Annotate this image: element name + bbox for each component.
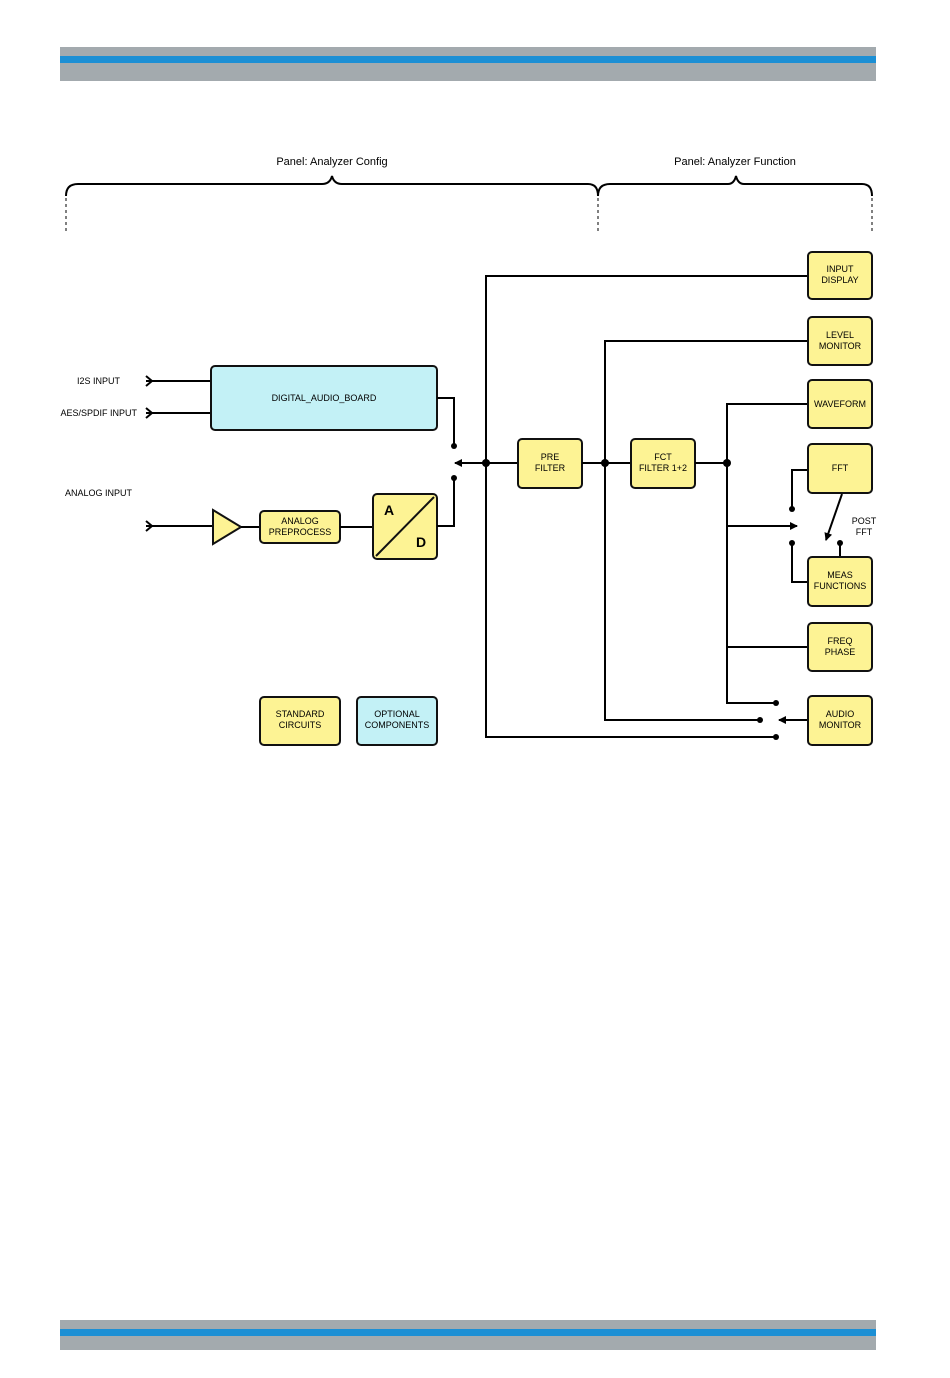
post-fft-label-1: POST	[852, 516, 877, 526]
level-monitor-label-2: MONITOR	[819, 341, 862, 351]
freq-phase-label-1: FREQ	[827, 636, 852, 646]
aes-input-label: AES/SPDIF INPUT	[60, 408, 137, 418]
input-display-block: INPUT DISPLAY	[808, 252, 872, 299]
legend-optional-label-2: COMPONENTS	[365, 720, 430, 730]
audio-monitor-label-1: AUDIO	[826, 709, 855, 719]
analog-preprocess-block: ANALOG PREPROCESS	[260, 511, 340, 543]
panel-brace-config: Panel: Analyzer Config	[66, 156, 598, 234]
input-display-label-2: DISPLAY	[821, 275, 858, 285]
level-monitor-block: LEVEL MONITOR	[808, 317, 872, 365]
legend-standard-circuits: STANDARD CIRCUITS	[260, 697, 340, 745]
waveform-label: WAVEFORM	[814, 399, 866, 409]
panel-label-config: Panel: Analyzer Config	[276, 156, 387, 168]
ad-label-a: A	[384, 502, 394, 518]
post-fft-label-2: FFT	[856, 527, 873, 537]
audio-monitor-block: AUDIO MONITOR	[808, 696, 872, 745]
freq-phase-label-2: PHASE	[825, 647, 856, 657]
pre-filter-label-1: PRE	[541, 452, 560, 462]
ad-label-d: D	[416, 534, 426, 550]
i2s-input-label: I2S INPUT	[77, 376, 121, 386]
freq-phase-block: FREQ PHASE	[808, 623, 872, 671]
ad-converter-block: A D	[373, 494, 437, 559]
analog-preprocess-label-2: PREPROCESS	[269, 527, 332, 537]
level-monitor-label-1: LEVEL	[826, 330, 854, 340]
meas-functions-block: MEAS FUNCTIONS	[808, 557, 872, 606]
legend-optional-label-1: OPTIONAL	[374, 709, 420, 719]
digital-audio-board: DIGITAL_AUDIO_BOARD	[211, 366, 437, 430]
pre-filter-block: PRE FILTER	[518, 439, 582, 488]
meas-functions-label-2: FUNCTIONS	[814, 581, 867, 591]
legend-optional-components: OPTIONAL COMPONENTS	[357, 697, 437, 745]
fct-filter-label-1: FCT	[654, 452, 672, 462]
panel-label-function: Panel: Analyzer Function	[674, 156, 796, 168]
amplifier-icon	[213, 510, 241, 544]
fft-block: FFT	[808, 444, 872, 493]
waveform-block: WAVEFORM	[808, 380, 872, 428]
pre-filter-label-2: FILTER	[535, 463, 566, 473]
legend-standard-label-1: STANDARD	[276, 709, 325, 719]
analog-input-label: ANALOG INPUT	[65, 488, 133, 498]
audio-monitor-label-2: MONITOR	[819, 720, 862, 730]
fft-label: FFT	[832, 463, 849, 473]
legend-standard-label-2: CIRCUITS	[279, 720, 322, 730]
digital-audio-board-label: DIGITAL_AUDIO_BOARD	[272, 393, 377, 403]
panel-brace-function: Panel: Analyzer Function	[598, 156, 872, 234]
meas-functions-label-1: MEAS	[827, 570, 853, 580]
fct-filter-label-2: FILTER 1+2	[639, 463, 687, 473]
analog-preprocess-label-1: ANALOG	[281, 516, 319, 526]
fct-filter-block: FCT FILTER 1+2	[631, 439, 695, 488]
input-display-label-1: INPUT	[827, 264, 855, 274]
footer-band	[60, 1320, 876, 1350]
